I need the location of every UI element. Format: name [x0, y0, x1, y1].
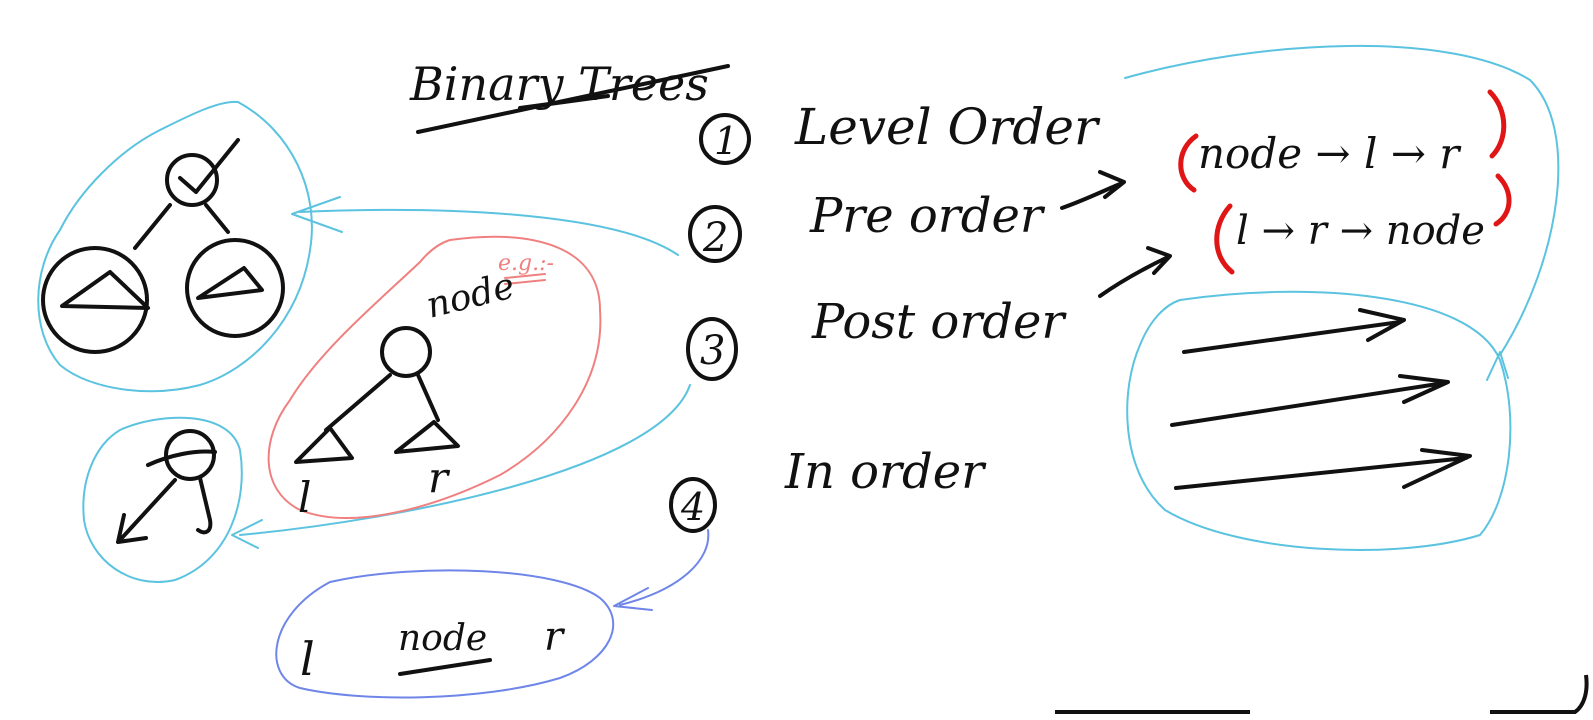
in-order-connector [613, 529, 710, 611]
number-circle-1 [699, 113, 751, 165]
pre-order-arrow [1060, 170, 1126, 210]
pre-order-blob [37, 100, 313, 393]
traversal-number-3: 3 [700, 328, 725, 374]
pre-order-illustration [37, 100, 679, 393]
example-node-icon [380, 326, 432, 378]
example-right-subtree [394, 420, 460, 454]
post-order-right-bracket [1493, 173, 1512, 227]
traversal-label-3: Post order [811, 294, 1067, 350]
example-note-underline [504, 273, 546, 285]
pre-order-right-bracket [1487, 89, 1507, 159]
traversal-label-4: In order [784, 444, 987, 500]
post-node-icon [164, 429, 216, 481]
traversal-item-1: 1 Level Order [699, 98, 1101, 165]
traversal-item-2: 2 Pre order [688, 170, 1126, 263]
in-order-blob [275, 569, 615, 699]
number-circle-4 [669, 477, 717, 533]
post-order-left-bracket [1214, 203, 1235, 275]
example-left-subtree [294, 426, 354, 464]
pre-order-sequence: node → l → r [1198, 129, 1462, 178]
pre-order-connector [291, 196, 679, 256]
in-order-illustration: l node r [275, 529, 710, 699]
example-node-label: node [422, 265, 518, 326]
root-node-check [178, 138, 240, 194]
traversal-label-1: Level Order [794, 98, 1101, 156]
pre-order-sequence-group: node → l → r [1178, 89, 1507, 193]
example-note: e.g.:- [498, 251, 554, 276]
post-order-connector [231, 384, 691, 549]
bottom-edge-artifact [1055, 674, 1589, 714]
traversal-number-2: 2 [702, 215, 728, 261]
post-order-arrow [1098, 246, 1172, 298]
right-subtree-triangle [196, 266, 264, 300]
post-right-edge [196, 476, 213, 535]
traversal-label-2: Pre order [809, 188, 1046, 244]
level-order-connector [1124, 44, 1560, 381]
post-order-sequence-group: l → r → node [1214, 173, 1512, 275]
left-subtree-triangle [60, 270, 150, 310]
post-order-sequence: l → r → node [1236, 208, 1485, 254]
traversal-number-1: 1 [714, 119, 738, 163]
post-order-blob [82, 416, 243, 583]
level-order-illustration [1124, 44, 1560, 551]
example-outline [267, 235, 602, 519]
pre-order-left-bracket [1178, 133, 1199, 193]
title-double-underline [518, 94, 610, 110]
level-order-arrow-3 [1174, 448, 1472, 490]
in-order-left: l [300, 632, 315, 686]
number-circle-3 [686, 317, 738, 381]
left-subtree-circle [41, 246, 149, 354]
post-left-arrow [116, 478, 177, 544]
traversal-item-3: 3 Post order [686, 246, 1172, 381]
root-node-icon [165, 153, 219, 207]
example-left-edge [324, 373, 392, 432]
post-order-illustration [82, 384, 691, 583]
in-order-node-underline [398, 658, 492, 676]
right-subtree-circle [185, 238, 285, 338]
level-order-arrow-2 [1170, 374, 1450, 427]
in-order-right: r [544, 614, 566, 660]
example-right-edge [416, 373, 440, 422]
level-order-arrow-1 [1182, 308, 1406, 354]
post-node-scribble [146, 449, 217, 467]
title-underline [416, 64, 730, 134]
number-circle-2 [688, 205, 742, 263]
traversal-item-4: 4 In order [669, 444, 987, 533]
level-order-blob [1126, 290, 1512, 551]
left-edge [133, 203, 172, 250]
right-edge [204, 203, 230, 234]
in-order-node: node [398, 618, 487, 659]
example-illustration: e.g.:- node l r [267, 235, 602, 522]
example-left-label: l [298, 473, 311, 522]
example-right-label: r [428, 453, 451, 502]
traversal-number-4: 4 [680, 485, 705, 529]
